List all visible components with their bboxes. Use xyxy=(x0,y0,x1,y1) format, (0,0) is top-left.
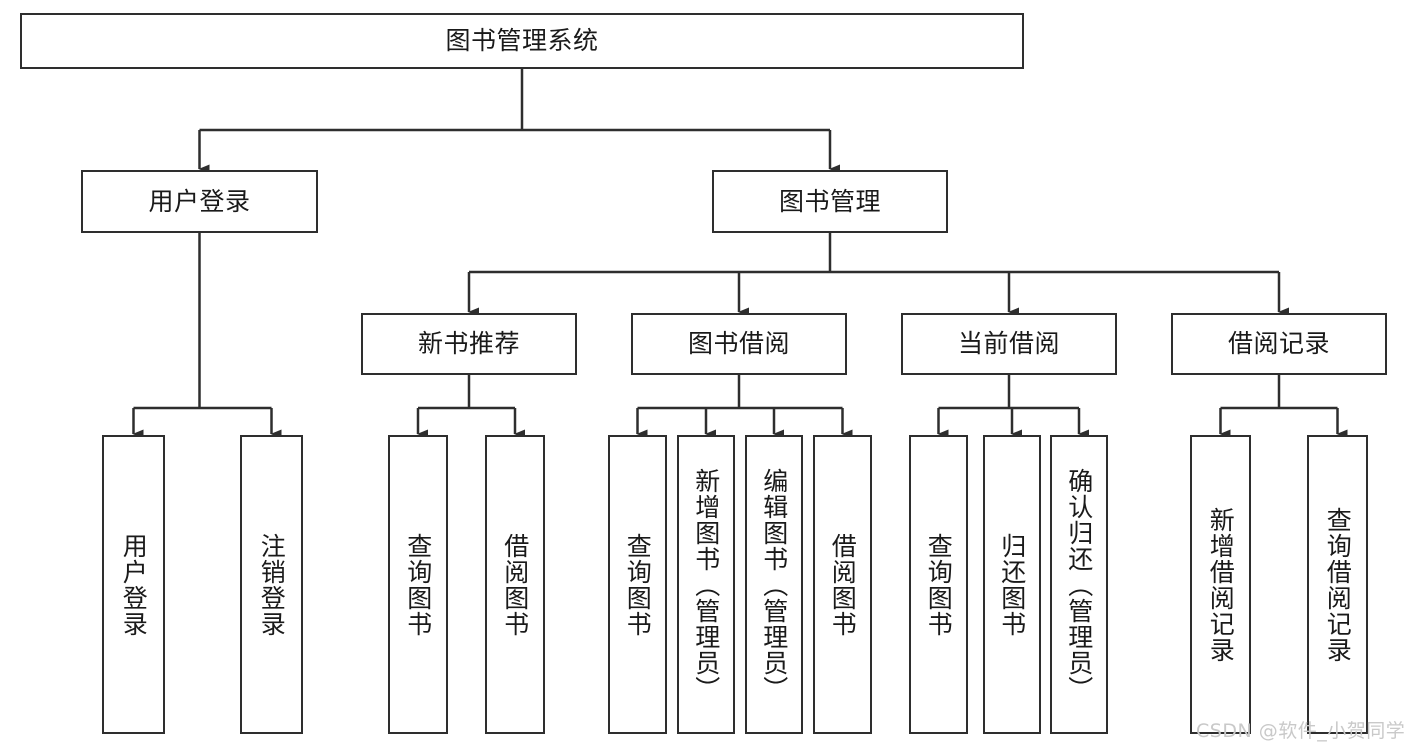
leaf-user-logout-label: 注销登录 xyxy=(257,532,287,637)
node-book-manage[interactable]: 图书管理 xyxy=(712,170,948,233)
leaf-query-record[interactable]: 查询借阅记录 xyxy=(1307,435,1368,734)
leaf-borrow-book-2-label: 借阅图书 xyxy=(828,532,858,637)
leaf-borrow-book-1[interactable]: 借阅图书 xyxy=(485,435,545,734)
leaf-add-record-label: 新增借阅记录 xyxy=(1206,506,1236,663)
leaf-query-book-3[interactable]: 查询图书 xyxy=(909,435,968,734)
node-new-book-recommend-label: 新书推荐 xyxy=(417,329,520,359)
leaf-add-book[interactable]: 新增图书（管理员） xyxy=(677,435,735,734)
leaf-query-book-2-label: 查询图书 xyxy=(623,532,653,637)
leaf-borrow-book-2[interactable]: 借阅图书 xyxy=(813,435,872,734)
leaf-borrow-book-1-label: 借阅图书 xyxy=(500,532,530,637)
node-book-manage-label: 图书管理 xyxy=(778,186,881,216)
leaf-query-book-1[interactable]: 查询图书 xyxy=(388,435,448,734)
leaf-user-logout[interactable]: 注销登录 xyxy=(240,435,303,734)
leaf-user-login-label: 用户登录 xyxy=(119,532,149,637)
leaf-return-book-label: 归还图书 xyxy=(997,532,1027,637)
leaf-edit-book[interactable]: 编辑图书（管理员） xyxy=(745,435,803,734)
node-root-label: 图书管理系统 xyxy=(445,26,599,56)
node-current-borrow-label: 当前借阅 xyxy=(957,329,1060,359)
node-borrow-record-label: 借阅记录 xyxy=(1227,329,1330,359)
leaf-return-book[interactable]: 归还图书 xyxy=(983,435,1041,734)
node-user-login-label: 用户登录 xyxy=(148,186,251,216)
node-user-login[interactable]: 用户登录 xyxy=(81,170,318,233)
node-new-book-recommend[interactable]: 新书推荐 xyxy=(361,313,577,375)
leaf-add-record[interactable]: 新增借阅记录 xyxy=(1190,435,1251,734)
leaf-add-book-label: 新增图书（管理员） xyxy=(691,467,721,702)
leaf-confirm-return-label: 确认归还（管理员） xyxy=(1064,467,1094,702)
leaf-query-book-3-label: 查询图书 xyxy=(924,532,954,637)
node-book-borrow[interactable]: 图书借阅 xyxy=(631,313,847,375)
node-current-borrow[interactable]: 当前借阅 xyxy=(901,313,1117,375)
leaf-query-record-label: 查询借阅记录 xyxy=(1323,506,1353,663)
node-root[interactable]: 图书管理系统 xyxy=(20,13,1024,69)
leaf-query-book-2[interactable]: 查询图书 xyxy=(608,435,667,734)
node-book-borrow-label: 图书借阅 xyxy=(687,329,790,359)
node-borrow-record[interactable]: 借阅记录 xyxy=(1171,313,1387,375)
leaf-confirm-return[interactable]: 确认归还（管理员） xyxy=(1050,435,1108,734)
leaf-user-login[interactable]: 用户登录 xyxy=(102,435,165,734)
leaf-edit-book-label: 编辑图书（管理员） xyxy=(759,467,789,702)
leaf-query-book-1-label: 查询图书 xyxy=(403,532,433,637)
